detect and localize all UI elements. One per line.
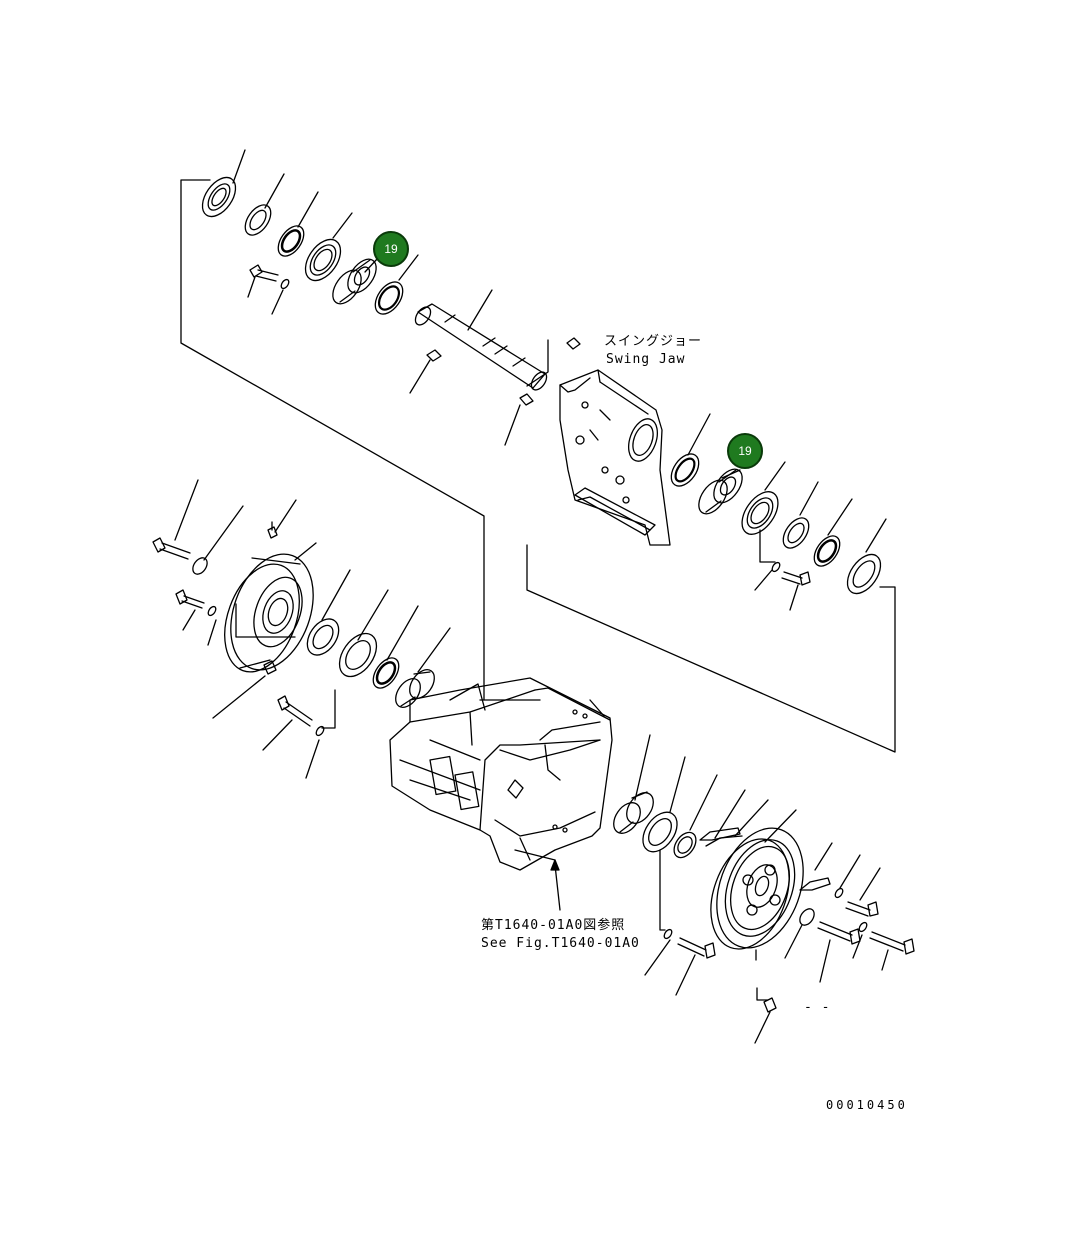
stray-mark: - -	[804, 1000, 831, 1015]
drawing-number: 00010450	[826, 1098, 908, 1112]
top-left-assembly	[180, 149, 581, 701]
part-callout-19: 19	[727, 433, 763, 469]
see-fig-label-en: See Fig.T1640-01A0	[481, 936, 640, 951]
swing-jaw	[559, 369, 671, 546]
swing-jaw-label-en: Swing Jaw	[606, 352, 686, 367]
right-assembly	[526, 413, 896, 753]
main-frame	[389, 677, 613, 911]
see-fig-label-jp: 第T1640-01A0図参照	[481, 918, 626, 933]
left-flywheel-assembly	[152, 479, 451, 779]
swing-jaw-label-jp: スイングジョー	[604, 334, 703, 349]
part-callout-19: 19	[373, 231, 409, 267]
right-flywheel-assembly	[613, 734, 915, 1044]
